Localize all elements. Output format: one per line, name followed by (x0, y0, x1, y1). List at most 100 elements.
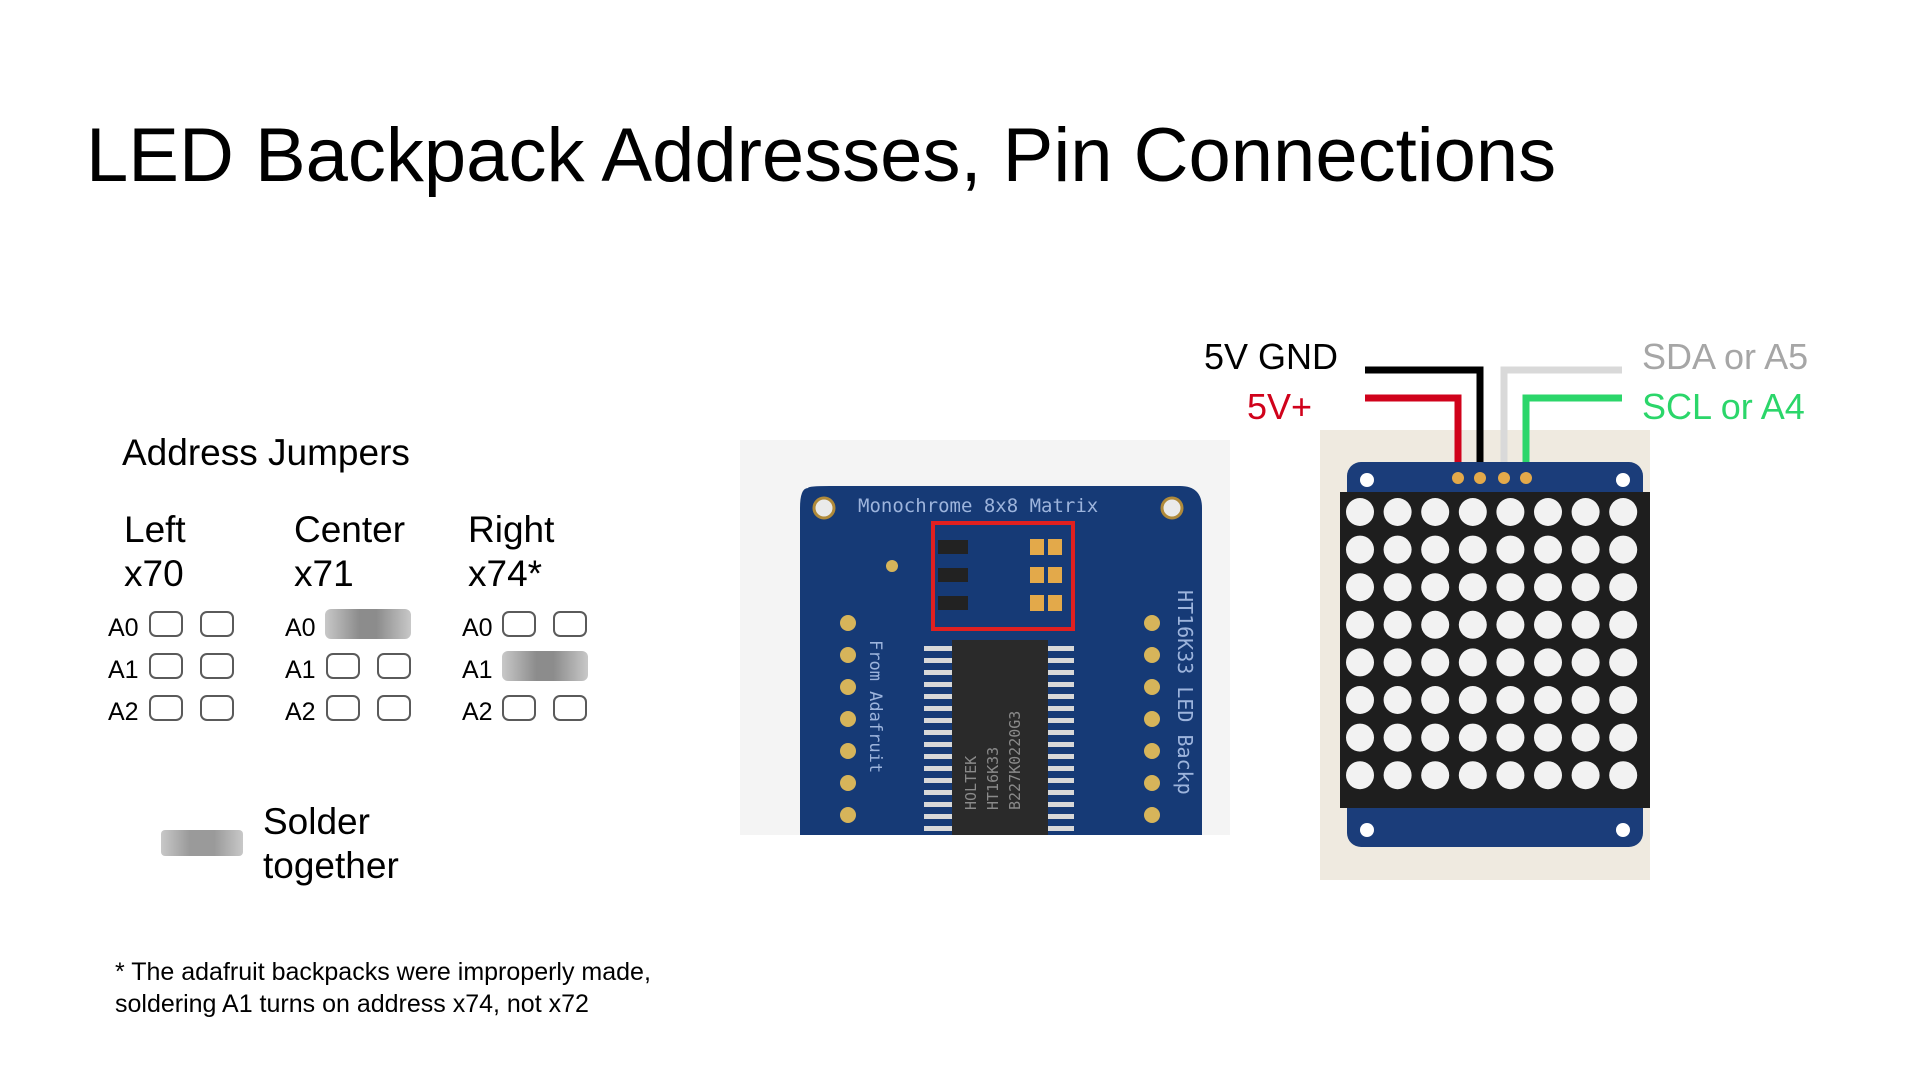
via (886, 560, 898, 572)
jumper-highlight-box (931, 521, 1075, 631)
center-a0-label: A0 (285, 614, 316, 642)
led-dot (1346, 648, 1374, 677)
led-dot (1496, 686, 1525, 714)
led-dot (1383, 610, 1412, 639)
led-dot (1571, 723, 1600, 752)
chip-lot-code: B227K0220G3 (1006, 711, 1024, 810)
mount-hole (1616, 473, 1630, 487)
left-a1-label: A1 (108, 656, 139, 684)
led-dot (1496, 573, 1525, 602)
center-a2-pad-1 (326, 695, 360, 721)
led-dot (1383, 573, 1412, 602)
led-dot (1571, 498, 1600, 526)
center-a1-pad-2 (377, 653, 411, 679)
led-dot (1421, 498, 1450, 526)
column-left-address: x70 (124, 553, 184, 594)
silkscreen-side: HT16K33 LED Backp (1173, 590, 1197, 795)
led-dot (1458, 761, 1487, 790)
led-grid (1346, 498, 1638, 790)
led-dot (1571, 686, 1600, 714)
gnd-label: 5V GND (1204, 336, 1339, 377)
right-a1-solder-bridge (502, 651, 588, 681)
left-a0-label: A0 (108, 614, 139, 642)
led-dot (1421, 573, 1450, 602)
slide-title: LED Backpack Addresses, Pin Connections (86, 113, 1557, 198)
jumper-pad (1048, 595, 1062, 611)
column-center-header: Center x71 (294, 508, 405, 596)
column-center-name: Center (294, 509, 406, 550)
chip-part-number: HT16K33 (984, 747, 1002, 810)
led-dot (1496, 723, 1525, 752)
led-dot (1383, 723, 1412, 752)
right-a0-pad-2 (553, 611, 587, 637)
led-dot (1421, 723, 1450, 752)
header-pins (1452, 472, 1532, 484)
solder-legend-swatch (161, 830, 243, 856)
right-a2-pad-2 (553, 695, 587, 721)
led-dot (1458, 648, 1487, 677)
led-dot (1571, 535, 1600, 564)
left-a0-pad-1 (149, 611, 183, 637)
led-dot (1496, 610, 1525, 639)
wire-gnd (1365, 366, 1484, 480)
led-dot (1534, 648, 1562, 677)
led-dot (1421, 535, 1450, 564)
led-dot (1534, 535, 1562, 564)
wire-scl (1522, 394, 1622, 480)
column-center-address: x71 (294, 553, 354, 594)
led-dot (1571, 648, 1600, 677)
right-a1-label: A1 (462, 656, 493, 684)
resistor-a2 (938, 596, 968, 610)
center-a2-label: A2 (285, 698, 316, 726)
jumper-pad (1030, 539, 1044, 555)
scl-label: SCL or A4 (1642, 386, 1805, 427)
column-left-name: Left (124, 509, 186, 550)
resistor-a0 (938, 540, 968, 554)
led-dot (1421, 648, 1450, 677)
mount-hole (1360, 823, 1374, 837)
led-dot (1534, 686, 1562, 714)
chip-brand: HOLTEK (962, 756, 980, 810)
center-a0-solder-bridge (325, 609, 411, 639)
led-dot (1534, 610, 1562, 639)
led-dot (1609, 498, 1638, 526)
led-dot (1571, 761, 1600, 790)
led-dot (1346, 498, 1374, 526)
right-a2-label: A2 (462, 698, 493, 726)
left-a1-pad-2 (200, 653, 234, 679)
led-dot (1346, 761, 1374, 790)
led-dot (1346, 686, 1374, 714)
led-dot (1383, 761, 1412, 790)
mount-hole (1616, 823, 1630, 837)
solder-legend-label: Solder together (263, 800, 399, 888)
ht16k33-chip (952, 640, 1048, 835)
jumper-pad (1030, 567, 1044, 583)
footnote-line2: soldering A1 turns on address x74, not x… (115, 990, 589, 1018)
column-left-header: Left x70 (124, 508, 186, 596)
led-dot (1383, 498, 1412, 526)
led-dot (1346, 723, 1374, 752)
led-dot (1571, 573, 1600, 602)
led-dot (1458, 686, 1487, 714)
led-dot (1421, 610, 1450, 639)
led-dot (1421, 761, 1450, 790)
led-dot (1383, 648, 1412, 677)
led-dot (1346, 535, 1374, 564)
solder-legend-line2: together (263, 845, 399, 886)
led-dot (1383, 686, 1412, 714)
right-a0-pad-1 (502, 611, 536, 637)
led-dot (1534, 723, 1562, 752)
column-right-name: Right (468, 509, 555, 550)
resistor-a1 (938, 568, 968, 582)
jumper-pad (1048, 539, 1062, 555)
led-dot (1609, 723, 1638, 752)
footnote: * The adafruit backpacks were improperly… (115, 956, 651, 1020)
chip-legs (924, 646, 1074, 831)
footnote-line1: * The adafruit backpacks were improperly… (115, 958, 651, 986)
led-dot (1346, 573, 1374, 602)
column-right-address: x74* (468, 553, 543, 594)
led-dot (1421, 686, 1450, 714)
led-dot (1458, 573, 1487, 602)
right-a0-label: A0 (462, 614, 493, 642)
led-dot (1609, 573, 1638, 602)
